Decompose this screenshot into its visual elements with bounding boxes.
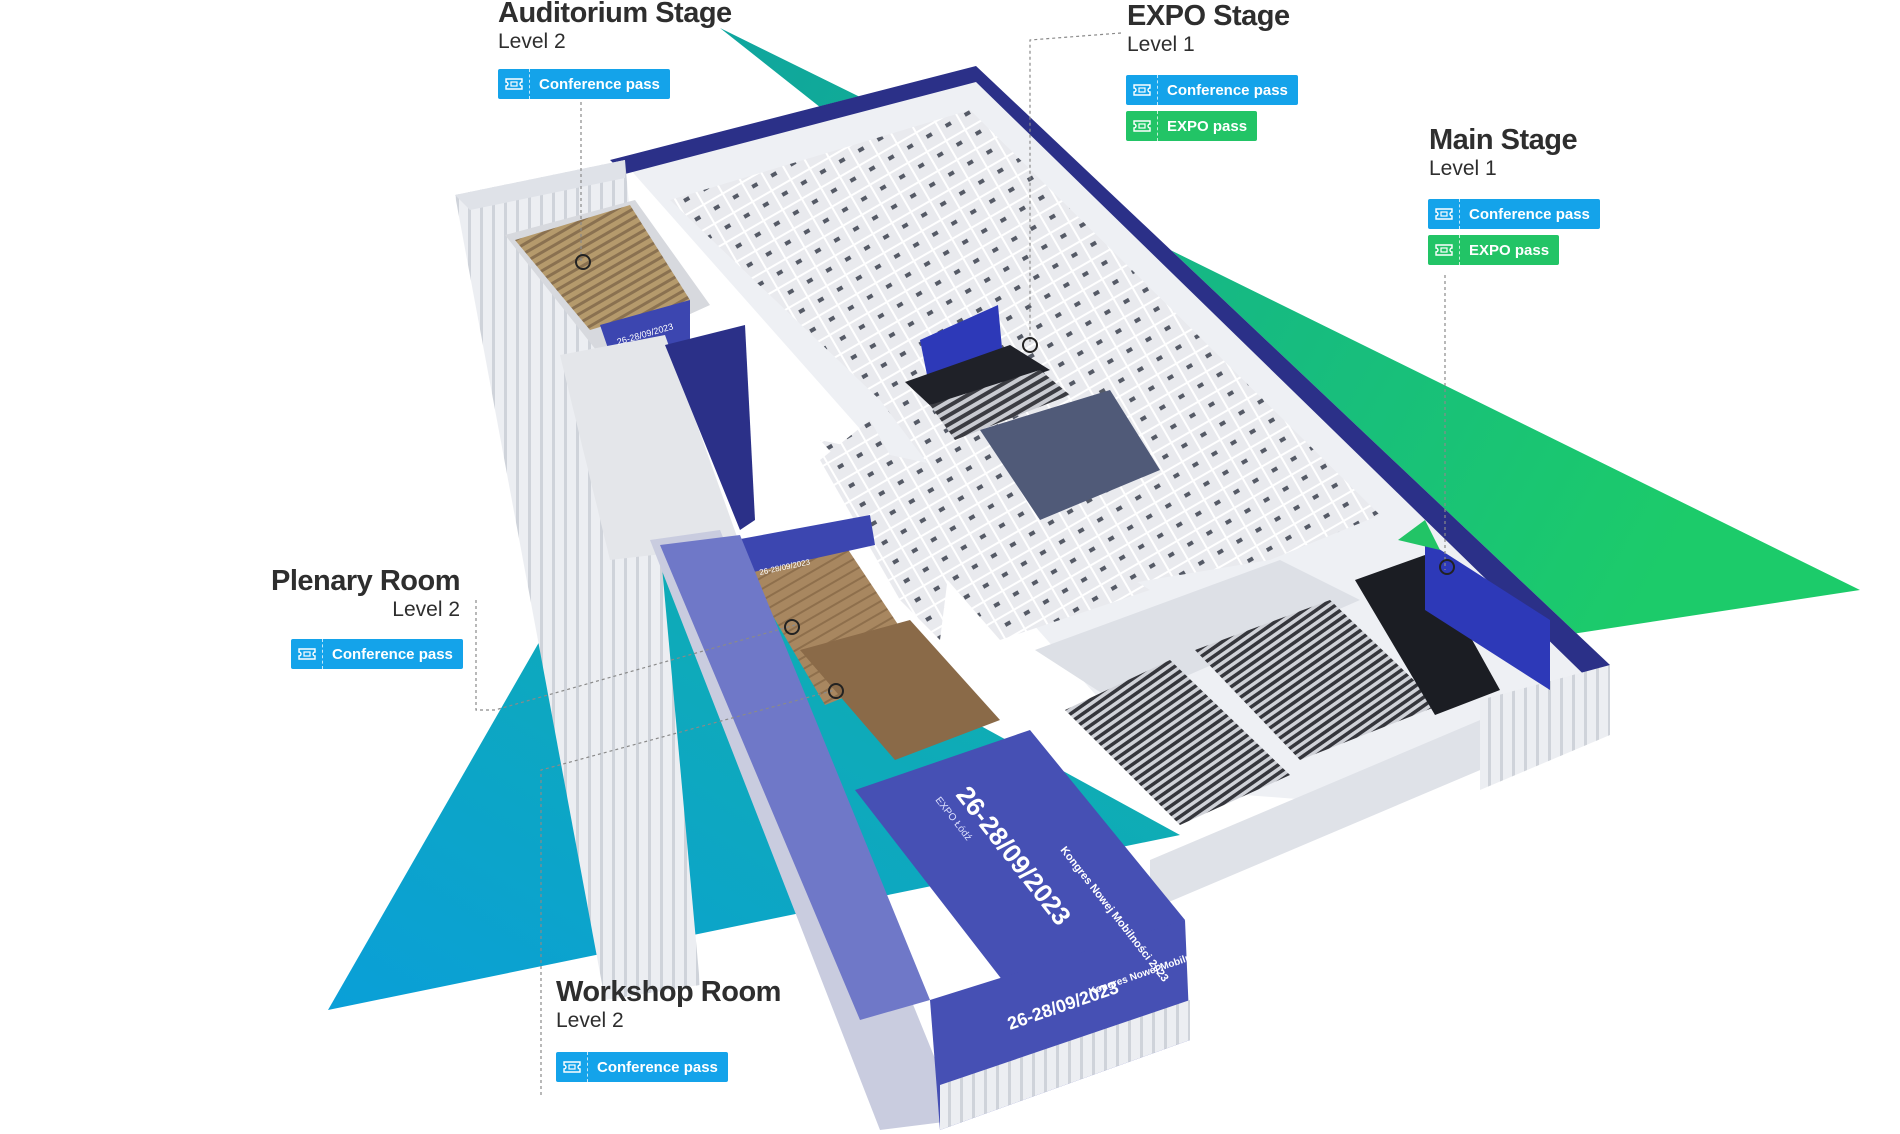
- auditorium-stage-level: Level 2: [498, 30, 566, 54]
- main-stage-conference-pass-tag[interactable]: Conference pass: [1428, 199, 1600, 229]
- leader-lines: [475, 32, 1446, 1095]
- expo-stage-expo-pass-tag[interactable]: EXPO pass: [1126, 111, 1258, 141]
- workshop-room-level: Level 2: [556, 1009, 624, 1033]
- auditorium-stage-title: Auditorium Stage: [498, 0, 732, 29]
- pass-label: Conference pass: [1167, 81, 1288, 99]
- expo-lounge: [980, 390, 1160, 520]
- pass-label: Conference pass: [1469, 205, 1590, 223]
- plenary-room-level: Level 2: [392, 598, 460, 622]
- main-stage-location-marker-icon[interactable]: [1439, 559, 1455, 575]
- ticket-icon: [291, 639, 323, 669]
- auditorium-location-marker-icon[interactable]: [575, 254, 591, 270]
- corridor-wall-banner: [665, 325, 755, 530]
- main-stage-platform: [1355, 555, 1500, 715]
- main-stage-expo-pass-tag[interactable]: EXPO pass: [1428, 235, 1560, 265]
- main-hall-right-wall: [976, 66, 1610, 700]
- pass-label: Conference pass: [332, 645, 453, 663]
- main-stage-label: Main Stage Level 1: [1429, 124, 1578, 183]
- workshop-room-title: Workshop Room: [556, 976, 781, 1008]
- main-stage-green-accent: [1398, 520, 1440, 550]
- expo-stage-label: EXPO Stage Level 1: [1127, 1, 1290, 59]
- booths-left-strip: [820, 420, 950, 640]
- workshop-wing-side-banner: [660, 535, 930, 1020]
- plenary-room-label: Plenary Room Level 2: [230, 565, 461, 624]
- workshop-wing-roof-banner: [855, 730, 1185, 990]
- workshop-leader: [540, 689, 836, 1095]
- pass-label: Conference pass: [597, 1058, 718, 1076]
- ticket-icon: [556, 1052, 588, 1082]
- expo-stage-leader: [1029, 32, 1122, 345]
- main-stage-screen: [1425, 540, 1550, 690]
- plenary-location-marker-icon[interactable]: [784, 619, 800, 635]
- ticket-icon: [1126, 75, 1158, 105]
- expo-stage-location-marker-icon[interactable]: [1022, 337, 1038, 353]
- main-stage-title: Main Stage: [1429, 124, 1578, 156]
- main-hall-left-wall: [610, 66, 976, 174]
- ticket-icon: [1126, 111, 1158, 141]
- workshop-wing-glazing: [940, 1000, 1190, 1130]
- pass-label: Conference pass: [539, 75, 660, 93]
- left-corridor: [560, 335, 740, 560]
- ticket-icon: [1428, 235, 1460, 265]
- left-building-roof-edge: [455, 160, 625, 210]
- plenary-room-wall: [735, 515, 875, 575]
- expo-stage-seating: [930, 370, 1070, 440]
- expo-stage-level: Level 1: [1127, 33, 1195, 57]
- workshop-location-marker-icon[interactable]: [828, 683, 844, 699]
- main-stage-lounge: [1035, 560, 1360, 705]
- auditorium-seating: [515, 205, 690, 330]
- workshop-conference-pass-tag[interactable]: Conference pass: [556, 1052, 728, 1082]
- pass-label: EXPO pass: [1167, 117, 1248, 135]
- expo-stage-title: EXPO Stage: [1127, 0, 1290, 32]
- expo-stage-screen: [920, 305, 1002, 380]
- plenary-conference-pass-tag[interactable]: Conference pass: [291, 639, 463, 669]
- auditorium-stage-label: Auditorium Stage Level 2: [498, 0, 732, 56]
- expo-stage-platform: [905, 345, 1050, 410]
- pass-label: EXPO pass: [1469, 241, 1550, 259]
- ticket-icon: [1428, 199, 1460, 229]
- workshop-room-label: Workshop Room Level 2: [556, 977, 781, 1035]
- plenary-room-title: Plenary Room: [271, 565, 461, 597]
- plenary-lounge: [800, 620, 1000, 760]
- ticket-icon: [498, 69, 530, 99]
- auditorium-conference-pass-tag[interactable]: Conference pass: [498, 69, 670, 99]
- main-stage-seating-right: [1195, 600, 1440, 760]
- expo-stage-conference-pass-tag[interactable]: Conference pass: [1126, 75, 1298, 105]
- plenary-leader: [475, 600, 796, 711]
- main-hall-end-facade: [1480, 665, 1610, 790]
- main-stage-seating-left: [1065, 660, 1290, 825]
- main-stage-level: Level 1: [1429, 157, 1497, 181]
